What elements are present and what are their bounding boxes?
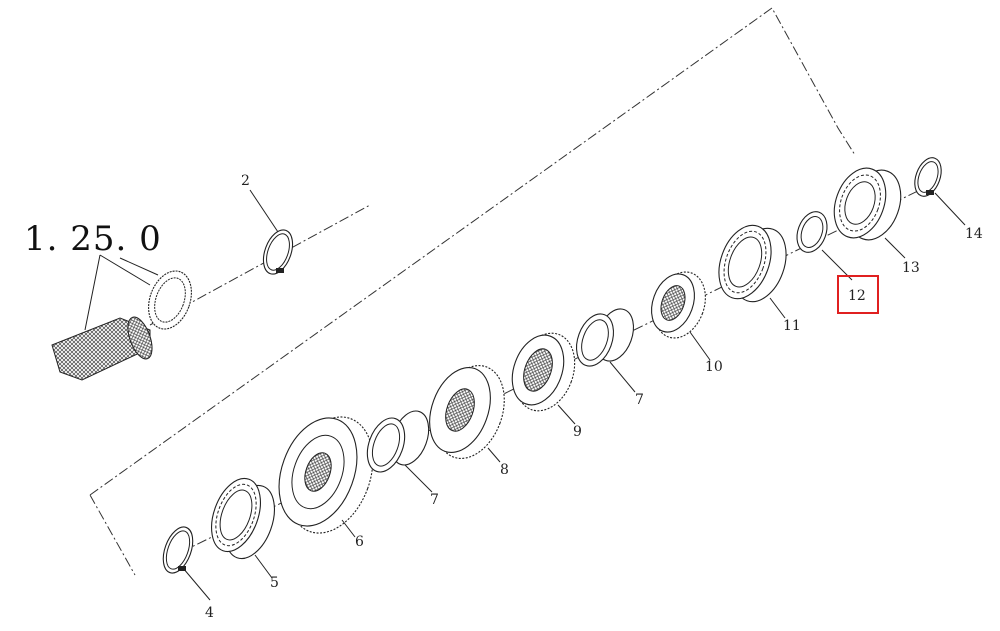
bearing-5 (211, 477, 275, 560)
part-label-10[interactable]: 10 (705, 359, 723, 375)
gear-10 (651, 271, 706, 339)
part-label-11[interactable]: 11 (783, 318, 801, 334)
bearing-13 (833, 167, 902, 241)
part-label-7-lower[interactable]: 7 (430, 492, 439, 508)
part-label-6[interactable]: 6 (355, 534, 364, 550)
snap-ring-14 (914, 157, 942, 197)
sleeve-7-upper (575, 308, 635, 367)
washer (148, 270, 192, 330)
part-label-4[interactable]: 4 (205, 605, 214, 621)
spline-shaft (51, 316, 153, 381)
highlight-box (837, 275, 879, 314)
bearing-11 (718, 224, 787, 303)
part-label-9[interactable]: 9 (573, 424, 582, 440)
part-label-7-upper[interactable]: 7 (635, 392, 644, 408)
part-label-12[interactable]: 12 (848, 288, 866, 304)
part-label-8[interactable]: 8 (500, 462, 509, 478)
washer-12 (796, 211, 828, 253)
snap-ring-4 (162, 526, 194, 574)
snap-ring-2 (262, 229, 294, 275)
gear-6 (278, 416, 374, 534)
part-label-13[interactable]: 13 (902, 260, 920, 276)
assembly-frame (89, 7, 856, 576)
gear-8 (429, 365, 505, 459)
sleeve-7-lower (366, 410, 430, 473)
part-label-14[interactable]: 14 (965, 226, 983, 242)
reference-code: 1. 25. 0 (24, 219, 162, 259)
part-label-5[interactable]: 5 (270, 575, 279, 591)
gear-9 (511, 332, 576, 412)
part-label-2[interactable]: 2 (241, 173, 250, 189)
